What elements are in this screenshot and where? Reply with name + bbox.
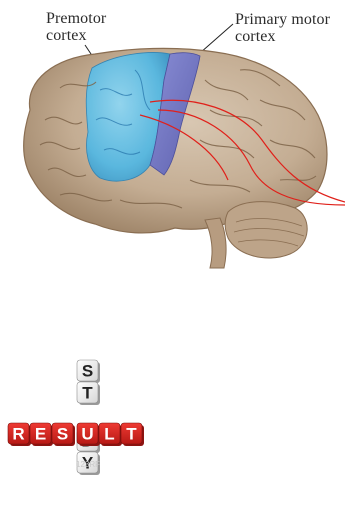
horizontal-die-letter: L — [104, 425, 114, 444]
vertical-die-1: T — [77, 382, 100, 405]
vertical-die-letter: T — [82, 384, 93, 403]
brain-svg — [0, 40, 345, 275]
watermark-text: 123RF — [76, 460, 100, 469]
horizontal-die-5: T — [121, 423, 144, 446]
horizontal-die-letter: R — [12, 425, 24, 444]
vertical-die-letter: S — [82, 362, 93, 381]
vertical-dice-column: STDY — [77, 360, 100, 475]
horizontal-die-letter: E — [35, 425, 46, 444]
horizontal-die-2: S — [52, 423, 75, 446]
horizontal-die-letter: U — [81, 425, 93, 444]
horizontal-die-0: R — [8, 423, 31, 446]
cerebellum-shape — [225, 202, 307, 258]
horizontal-die-letter: S — [57, 425, 68, 444]
brainstem-shape — [205, 218, 226, 268]
premotor-cortex-label: Premotor cortex — [46, 10, 141, 44]
vertical-die-0: S — [77, 360, 100, 383]
premotor-cortex-label-text: Premotor cortex — [46, 10, 106, 44]
horizontal-die-1: E — [30, 423, 53, 446]
horizontal-die-3: U — [77, 423, 100, 446]
horizontal-die-4: L — [99, 423, 122, 446]
brain-illustration — [0, 40, 345, 275]
horizontal-die-letter: T — [126, 425, 137, 444]
